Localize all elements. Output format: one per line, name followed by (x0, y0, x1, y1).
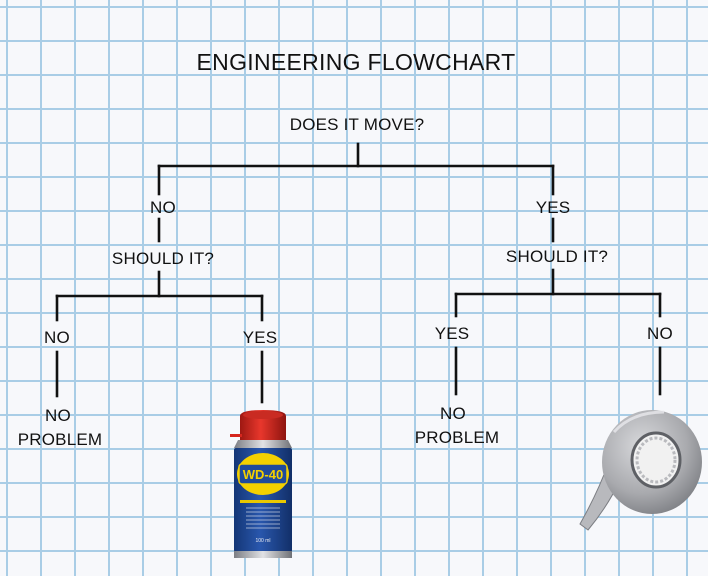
left-question: SHOULD IT? (111, 249, 215, 268)
wd40-volume-text: 100 ml (255, 538, 270, 544)
right-outcome-no: NO (440, 404, 466, 423)
left-no-answer: NO (44, 328, 70, 347)
left-yes-answer: YES (242, 328, 278, 347)
wd40-brand-text: WD-40 (243, 467, 283, 482)
left-branch-answer: NO (150, 198, 176, 217)
flowchart-title: ENGINEERING FLOWCHART (196, 49, 516, 75)
right-outcome-problem: PROBLEM (414, 428, 500, 447)
left-outcome-no: NO (45, 406, 71, 425)
root-question: DOES IT MOVE? (289, 115, 425, 134)
wd40-can-icon: WD-40 100 ml (230, 410, 292, 558)
right-branch-answer: YES (535, 198, 571, 217)
right-question: SHOULD IT? (505, 247, 609, 266)
left-outcome-problem: PROBLEM (17, 430, 103, 449)
right-yes-answer: YES (434, 324, 470, 343)
duct-tape-icon (579, 410, 702, 531)
right-no-answer: NO (647, 324, 673, 343)
